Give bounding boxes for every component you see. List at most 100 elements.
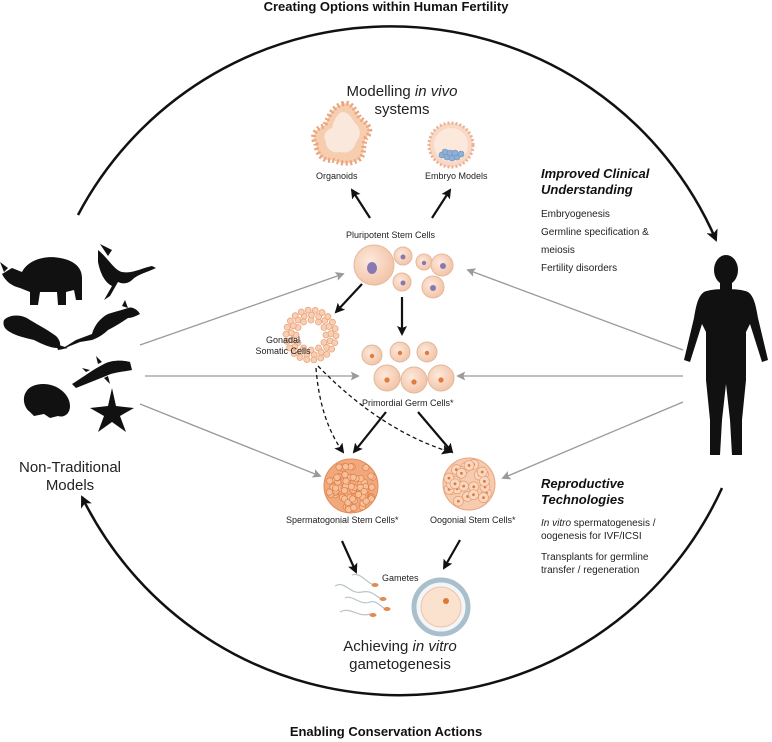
cell-dot bbox=[324, 313, 332, 320]
embryo-models-label: Embryo Models bbox=[425, 171, 488, 181]
cell-dot bbox=[360, 488, 368, 496]
gametes-label: Gametes bbox=[382, 573, 419, 583]
cell-dot bbox=[329, 318, 336, 326]
cell-dot bbox=[460, 471, 463, 475]
animal-silhouettes bbox=[0, 244, 156, 432]
cell-dot bbox=[317, 348, 325, 356]
primordial-germ-cells-icon bbox=[361, 341, 455, 394]
clinical-heading-2: Understanding bbox=[541, 182, 633, 197]
arrow-to-sperm bbox=[340, 540, 358, 574]
pluripotent-stem-cells-icon bbox=[353, 244, 454, 299]
clinical-heading: Improved Clinical Understanding bbox=[541, 166, 649, 198]
cell-dot bbox=[308, 311, 315, 319]
cell-dot bbox=[283, 337, 291, 345]
clinical-item: Embryogenesis bbox=[541, 209, 610, 220]
cell-dot bbox=[456, 499, 460, 503]
cell-dot bbox=[290, 350, 298, 357]
salamander-icon bbox=[72, 356, 132, 388]
cycle-arrow-bottom bbox=[80, 487, 724, 697]
cell-dot bbox=[332, 332, 340, 340]
clinical-item: Fertility disorders bbox=[541, 263, 618, 274]
gonadal-label: Gonadal Somatic Cells bbox=[250, 335, 316, 357]
achieving-text: Achieving bbox=[343, 638, 413, 655]
reproductive-list: In vitro spermatogenesis / oogenesis for… bbox=[541, 517, 656, 577]
cell-dot bbox=[286, 344, 293, 352]
cycle-arrow-top bbox=[76, 25, 718, 242]
spermatogonial-stem-cells-icon bbox=[323, 458, 379, 514]
cell-dot bbox=[283, 323, 291, 331]
reproductive-item-1: In vitro spermatogenesis / bbox=[541, 517, 656, 530]
cell-dot bbox=[342, 477, 350, 485]
clinical-list: Embryogenesis Germline specification & m… bbox=[541, 208, 649, 275]
grey-arrow-human-to-oogonial bbox=[501, 401, 684, 480]
cell-dot bbox=[328, 345, 336, 353]
cell-dot bbox=[291, 312, 299, 320]
cell-dot bbox=[472, 485, 476, 489]
cell-dot bbox=[333, 473, 341, 481]
gonadal-somatic-cells-icon bbox=[282, 306, 340, 364]
cell-dot bbox=[472, 493, 475, 497]
non-traditional-label: Non-Traditional Models bbox=[0, 459, 140, 495]
oocyte-icon bbox=[411, 577, 471, 637]
reproductive-heading-2: Technologies bbox=[541, 492, 625, 507]
platypus-icon bbox=[3, 315, 68, 350]
header-title: Creating Options within Human Fertility bbox=[263, 0, 509, 14]
cell-dot bbox=[344, 498, 352, 507]
dashed-arrow-gonadal-to-oogonial bbox=[317, 365, 452, 455]
modelling-label: Modelling in vivo systems bbox=[320, 83, 484, 119]
arrow-to-oogonial bbox=[417, 411, 454, 454]
cell-dot bbox=[325, 488, 333, 496]
cell-dot bbox=[453, 482, 457, 486]
dashed-arrow-gonadal-to-spermatogonial bbox=[315, 367, 345, 454]
pluripotent-label: Pluripotent Stem Cells bbox=[346, 230, 436, 240]
achieving-label: Achieving in vitro gametogenesis bbox=[310, 638, 490, 674]
cell-dot bbox=[318, 309, 326, 316]
oogonial-label: Oogonial Stem Cells* bbox=[430, 515, 516, 525]
cell-dot bbox=[340, 486, 349, 495]
cell-dot bbox=[307, 346, 315, 354]
reproductive-item-2-line1: Transplants for germline bbox=[541, 552, 649, 563]
cell-dot bbox=[342, 463, 350, 471]
cell-dot bbox=[300, 318, 307, 326]
cell-dot bbox=[467, 464, 471, 467]
achieving-text-2: gametogenesis bbox=[349, 656, 451, 673]
starfish-icon bbox=[90, 388, 134, 432]
cell-dot bbox=[362, 497, 370, 505]
cell-dot bbox=[368, 483, 376, 491]
reproductive-item-1-italic: In vitro bbox=[541, 518, 572, 529]
cell-dot bbox=[367, 472, 375, 480]
cell-dot bbox=[482, 496, 485, 500]
cell-dot bbox=[297, 308, 305, 316]
grey-arrow-left-to-pluripotent bbox=[139, 272, 345, 346]
cell-dot bbox=[362, 464, 370, 472]
cell-dot bbox=[347, 483, 355, 491]
cell-dot bbox=[325, 323, 333, 330]
sperm-icon bbox=[334, 573, 391, 617]
oogonial-stem-cells-icon bbox=[442, 457, 496, 511]
cell-dot bbox=[462, 484, 466, 488]
modelling-italic: in vivo bbox=[414, 83, 458, 100]
cell-dot bbox=[350, 504, 358, 512]
reproductive-item-1-rest: spermatogenesis / bbox=[571, 518, 656, 529]
non-traditional-text-2: Models bbox=[45, 477, 95, 494]
modelling-text: Modelling bbox=[346, 83, 415, 100]
cell-dot bbox=[483, 479, 486, 483]
primordial-label: Primordial Germ Cells* bbox=[362, 398, 454, 408]
clinical-heading-1: Improved Clinical bbox=[541, 166, 650, 181]
arrow-to-gonadal bbox=[334, 283, 363, 314]
embryo-model-icon bbox=[427, 121, 475, 169]
cell-dot bbox=[303, 356, 311, 364]
cell-dot bbox=[332, 484, 340, 492]
cell-dot bbox=[310, 356, 318, 364]
reproductive-heading-1: Reproductive bbox=[541, 476, 625, 491]
spermatogonial-label: Spermatogonial Stem Cells* bbox=[286, 515, 399, 525]
rhinoceros-icon bbox=[0, 257, 82, 305]
arrow-to-oocyte bbox=[443, 539, 461, 570]
kangaroo-icon bbox=[60, 300, 140, 350]
clinical-item: Germline specification & bbox=[541, 227, 649, 238]
gonadal-text-1: Gonadal bbox=[265, 335, 301, 345]
arrow-to-spermatogonial bbox=[352, 411, 387, 454]
footer-title: Enabling Conservation Actions bbox=[289, 724, 483, 739]
